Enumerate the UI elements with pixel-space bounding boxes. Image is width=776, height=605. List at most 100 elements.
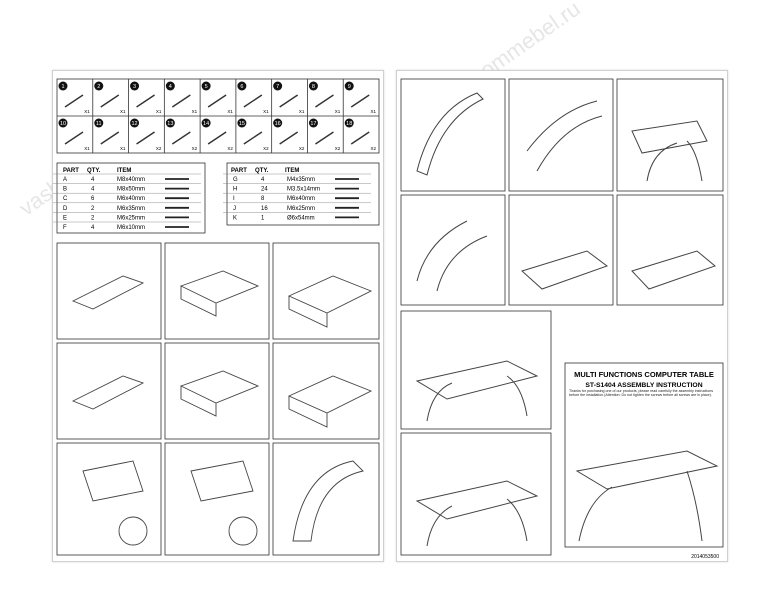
panel-sketch	[315, 131, 334, 145]
hardware-item: M8x50mm	[117, 187, 145, 193]
hardware-qty: 16	[261, 206, 268, 212]
part-quantity: X1	[156, 109, 162, 114]
hardware-item: M8x40mm	[117, 177, 145, 183]
step-number-badge	[58, 118, 68, 128]
step-number-badge	[94, 81, 104, 91]
part-quantity: X1	[84, 109, 90, 114]
part-number: 5	[205, 84, 208, 90]
step-number-badge	[237, 81, 247, 91]
right-instruction-sheet: MULTI FUNCTIONS COMPUTER TABLE ST-S1404 …	[396, 70, 728, 562]
panel-sketch	[350, 94, 370, 108]
panel-sketch	[243, 131, 263, 145]
hardware-qty: 4	[91, 225, 95, 231]
hardware-qty: 8	[261, 196, 265, 202]
panel-sketch	[315, 94, 334, 108]
step-number-badge	[344, 118, 354, 128]
table-leg-sketches	[415, 92, 719, 547]
step-number-badge	[165, 81, 175, 91]
hardware-part-letter: D	[63, 206, 68, 212]
table-header-item: ITEM	[117, 168, 131, 174]
hardware-part-letter: E	[63, 215, 67, 221]
part-number: 1	[61, 84, 64, 90]
hardware-item: M6x40mm	[117, 196, 145, 202]
table-header-qty: QTY.	[87, 168, 101, 174]
panel-part-cell: 2X1	[94, 81, 126, 114]
hardware-part-letter: J	[233, 206, 236, 212]
part-number: 18	[346, 121, 352, 127]
part-quantity: X2	[156, 146, 162, 151]
right-sheet-drawing: MULTI FUNCTIONS COMPUTER TABLE ST-S1404 …	[400, 78, 724, 560]
part-quantity: X1	[335, 109, 341, 114]
step-number-badge	[273, 118, 283, 128]
hardware-item: M6x40mm	[287, 196, 315, 202]
panel-sketch	[136, 94, 155, 108]
step-number-badge	[308, 118, 318, 128]
panel-sketch	[171, 94, 191, 108]
panel-part-cell: 7X1	[273, 81, 305, 114]
part-number: 10	[60, 121, 66, 127]
part-quantity: X2	[263, 146, 269, 151]
instruction-note-box: Thanks for purchasing one of our product…	[569, 389, 713, 397]
table-header-item: ITEM	[285, 168, 299, 174]
part-number: 13	[167, 121, 173, 127]
hardware-qty: 6	[91, 196, 95, 202]
part-number: 15	[239, 121, 245, 127]
left-sheet-drawing: 1X12X13X14X15X16X17X18X19X110X111X112X21…	[53, 78, 380, 556]
hardware-qty: 1	[261, 215, 265, 221]
part-number: 9	[348, 84, 351, 90]
step-number-badge	[130, 118, 140, 128]
panel-sketch	[64, 94, 84, 108]
part-number: 8	[312, 84, 315, 90]
hardware-item: M6x10mm	[117, 225, 145, 231]
hardware-row: I 8 M6x40mm	[223, 192, 371, 202]
step-number-badge	[273, 81, 283, 91]
hardware-part-letter: K	[233, 215, 237, 221]
part-quantity: X1	[370, 109, 376, 114]
part-number: 4	[169, 84, 172, 90]
hardware-item: M4x35mm	[287, 177, 315, 183]
table-header-part: PART	[63, 168, 79, 174]
step-number-badge	[165, 118, 175, 128]
part-quantity: X1	[227, 109, 233, 114]
step-number-badge	[94, 118, 104, 128]
panel-sketch	[207, 131, 227, 145]
part-number: 7	[276, 84, 279, 90]
part-quantity: X2	[227, 146, 233, 151]
part-number: 2	[97, 84, 100, 90]
part-number: 14	[203, 121, 209, 127]
panel-part-cell: 9X1	[344, 81, 376, 114]
hardware-part-letter: A	[63, 177, 67, 183]
part-quantity: X2	[335, 146, 341, 151]
table-header-part: PART	[231, 168, 247, 174]
document-subtitle: ST-S1404 ASSEMBLY INSTRUCTION	[585, 382, 702, 389]
panel-sketch	[350, 131, 370, 145]
panel-part-cell: 3X1	[130, 81, 162, 114]
part-quantity: X1	[263, 109, 269, 114]
hardware-item: M6x35mm	[117, 206, 145, 212]
part-quantity: X1	[299, 109, 305, 114]
panel-sketch	[243, 94, 263, 108]
panel-sketch	[100, 131, 120, 145]
part-quantity: X1	[120, 146, 126, 151]
panel-part-cell: 6X1	[237, 81, 269, 114]
hardware-part-letter: I	[233, 196, 235, 202]
hardware-qty: 2	[91, 215, 95, 221]
hardware-table	[56, 162, 380, 234]
